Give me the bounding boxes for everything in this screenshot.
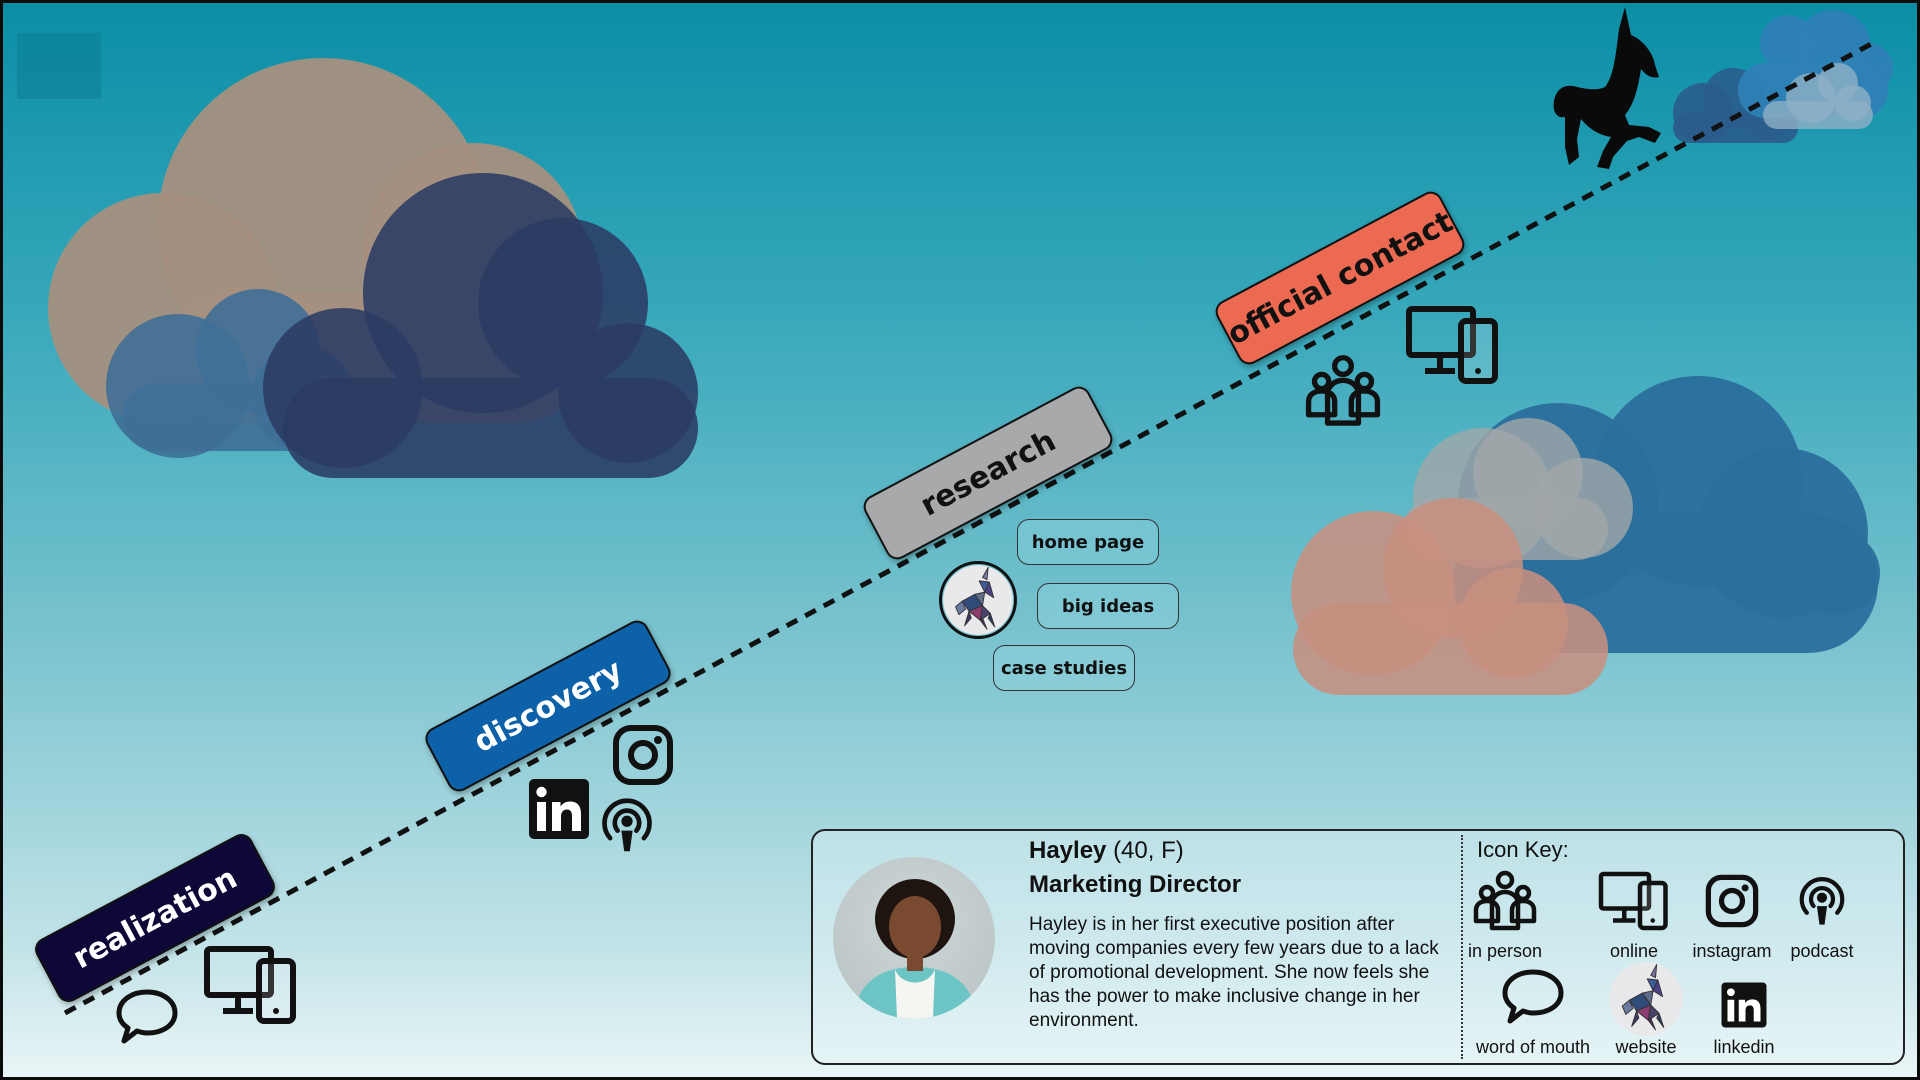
persona-header: Hayley (40, F) xyxy=(1029,837,1184,865)
journey-path xyxy=(63,40,1875,1016)
key-label-word-of-mouth: word of mouth xyxy=(1475,1037,1591,1057)
corner-tile xyxy=(17,33,101,99)
website-logo-avatar[interactable] xyxy=(939,561,1017,639)
devices-icon xyxy=(1598,869,1670,933)
key-label-linkedin: linkedin xyxy=(1713,1037,1775,1057)
key-label-online: online xyxy=(1609,941,1659,961)
key-instagram: instagram xyxy=(1677,869,1787,962)
cloud-right-pink xyxy=(1291,498,1608,695)
icon-key-title: Icon Key: xyxy=(1477,837,1569,862)
podcast-icon xyxy=(597,795,657,855)
podcast-icon xyxy=(1795,869,1849,933)
research-link-big-ideas[interactable]: big ideas xyxy=(1037,583,1179,629)
unicorn-logo-icon xyxy=(1608,961,1684,1037)
research-link-case-studies[interactable]: case studies xyxy=(993,645,1135,691)
linkedin-icon xyxy=(527,777,591,841)
key-word-of-mouth: word of mouth xyxy=(1468,965,1598,1058)
key-label-in-person: in person xyxy=(1467,941,1543,961)
speech-bubble-icon xyxy=(115,985,179,1049)
key-label-website: website xyxy=(1615,1037,1677,1057)
background-clouds xyxy=(48,10,1893,695)
cloud-left-front xyxy=(263,173,698,478)
people-icon xyxy=(1470,869,1540,933)
key-podcast: podcast xyxy=(1767,869,1877,962)
key-linkedin: linkedin xyxy=(1689,981,1799,1058)
key-in-person: in person xyxy=(1450,869,1560,962)
key-online: online xyxy=(1579,869,1689,962)
speech-bubble-icon xyxy=(1500,965,1566,1029)
card-divider xyxy=(1461,835,1463,1059)
people-icon xyxy=(1305,353,1381,429)
unicorn-logo-icon xyxy=(942,564,1014,636)
persona-bio: Hayley is in her first executive positio… xyxy=(1029,914,1439,1031)
key-label-instagram: instagram xyxy=(1692,941,1772,961)
persona-role: Marketing Director xyxy=(1029,871,1242,898)
key-label-podcast: podcast xyxy=(1790,941,1854,961)
persona-card: Hayley (40, F) Marketing Director Hayley… xyxy=(811,829,1905,1065)
instagram-icon xyxy=(611,723,675,787)
unicorn-silhouette-icon xyxy=(1551,7,1681,182)
instagram-icon xyxy=(1704,869,1760,933)
key-website: website xyxy=(1591,961,1701,1058)
linkedin-icon xyxy=(1720,981,1768,1029)
devices-icon xyxy=(203,945,299,1025)
research-link-home-page[interactable]: home page xyxy=(1017,519,1159,565)
devices-icon xyxy=(1405,305,1501,385)
persona-age-gender: (40, F) xyxy=(1113,837,1184,864)
persona-avatar xyxy=(833,857,995,1019)
persona-photo xyxy=(853,879,977,1019)
persona-name: Hayley xyxy=(1029,837,1107,864)
